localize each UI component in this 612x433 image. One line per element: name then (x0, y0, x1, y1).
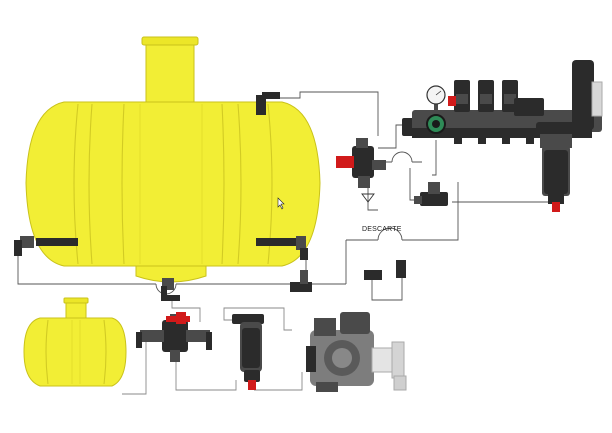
suction-filter (232, 314, 264, 390)
pressure-filter (536, 122, 576, 212)
three-way-valve-tank (136, 312, 212, 362)
check-valve-middle (414, 182, 448, 206)
pressure-gauge (427, 86, 445, 133)
rinse-tank (24, 298, 126, 386)
agitator-tee-fitting (290, 270, 312, 292)
diaphragm-pump (306, 260, 406, 392)
discharge-label: DESCARTE (362, 226, 402, 233)
